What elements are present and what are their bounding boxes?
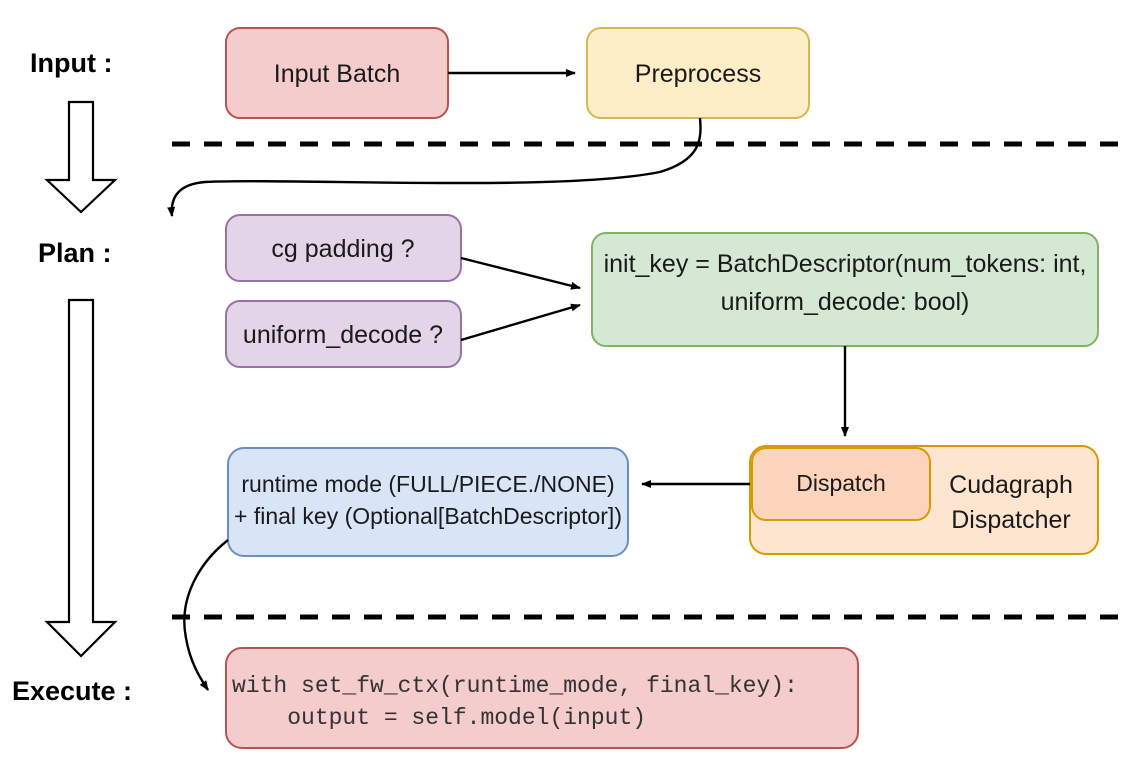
flow-arrow-input-to-plan	[44, 100, 118, 214]
node-cudagraph-dispatcher-label-line2: Dispatcher	[951, 506, 1071, 534]
node-uniform-decode[interactable]	[225, 300, 462, 368]
stage-label-input: Input :	[30, 48, 112, 78]
edge-cg-padding-to-init-key	[460, 256, 581, 290]
node-execute-code-line1: with set_fw_ctx(runtime_mode, final_key)…	[232, 673, 798, 699]
stage-label-execute: Execute :	[12, 676, 132, 706]
node-init-key-line1: init_key = BatchDescriptor(num_tokens: i…	[604, 250, 1087, 278]
node-uniform-decode-label: uniform_decode ?	[243, 321, 443, 349]
edge-uniform-decode-to-init-key	[460, 303, 581, 342]
node-input-batch-label: Input Batch	[274, 60, 400, 88]
node-dispatch-label: Dispatch	[796, 470, 885, 496]
node-execute-code[interactable]	[225, 647, 859, 749]
node-preprocess-label: Preprocess	[635, 60, 761, 88]
node-cg-padding[interactable]	[225, 214, 462, 282]
flow-arrow-plan-to-execute	[44, 298, 118, 658]
node-preprocess[interactable]	[586, 27, 810, 119]
edge-runtime-mode-to-execute	[183, 539, 229, 691]
node-runtime-mode-line2: + final key (Optional[BatchDescriptor])	[234, 503, 622, 529]
node-runtime-mode-line1: runtime mode (FULL/PIECE./NONE)	[241, 471, 614, 497]
node-cudagraph-dispatcher-label-line1: Cudagraph	[949, 471, 1073, 499]
node-init-key-line2: uniform_decode: bool)	[721, 288, 970, 316]
node-dispatch[interactable]	[751, 447, 931, 521]
edge-preprocess-to-cg-padding	[167, 117, 702, 217]
node-runtime-mode[interactable]	[227, 447, 629, 557]
stage-label-plan: Plan :	[38, 238, 112, 268]
node-execute-code-line2: output = self.model(input)	[232, 705, 646, 731]
node-cg-padding-label: cg padding ?	[271, 235, 414, 263]
